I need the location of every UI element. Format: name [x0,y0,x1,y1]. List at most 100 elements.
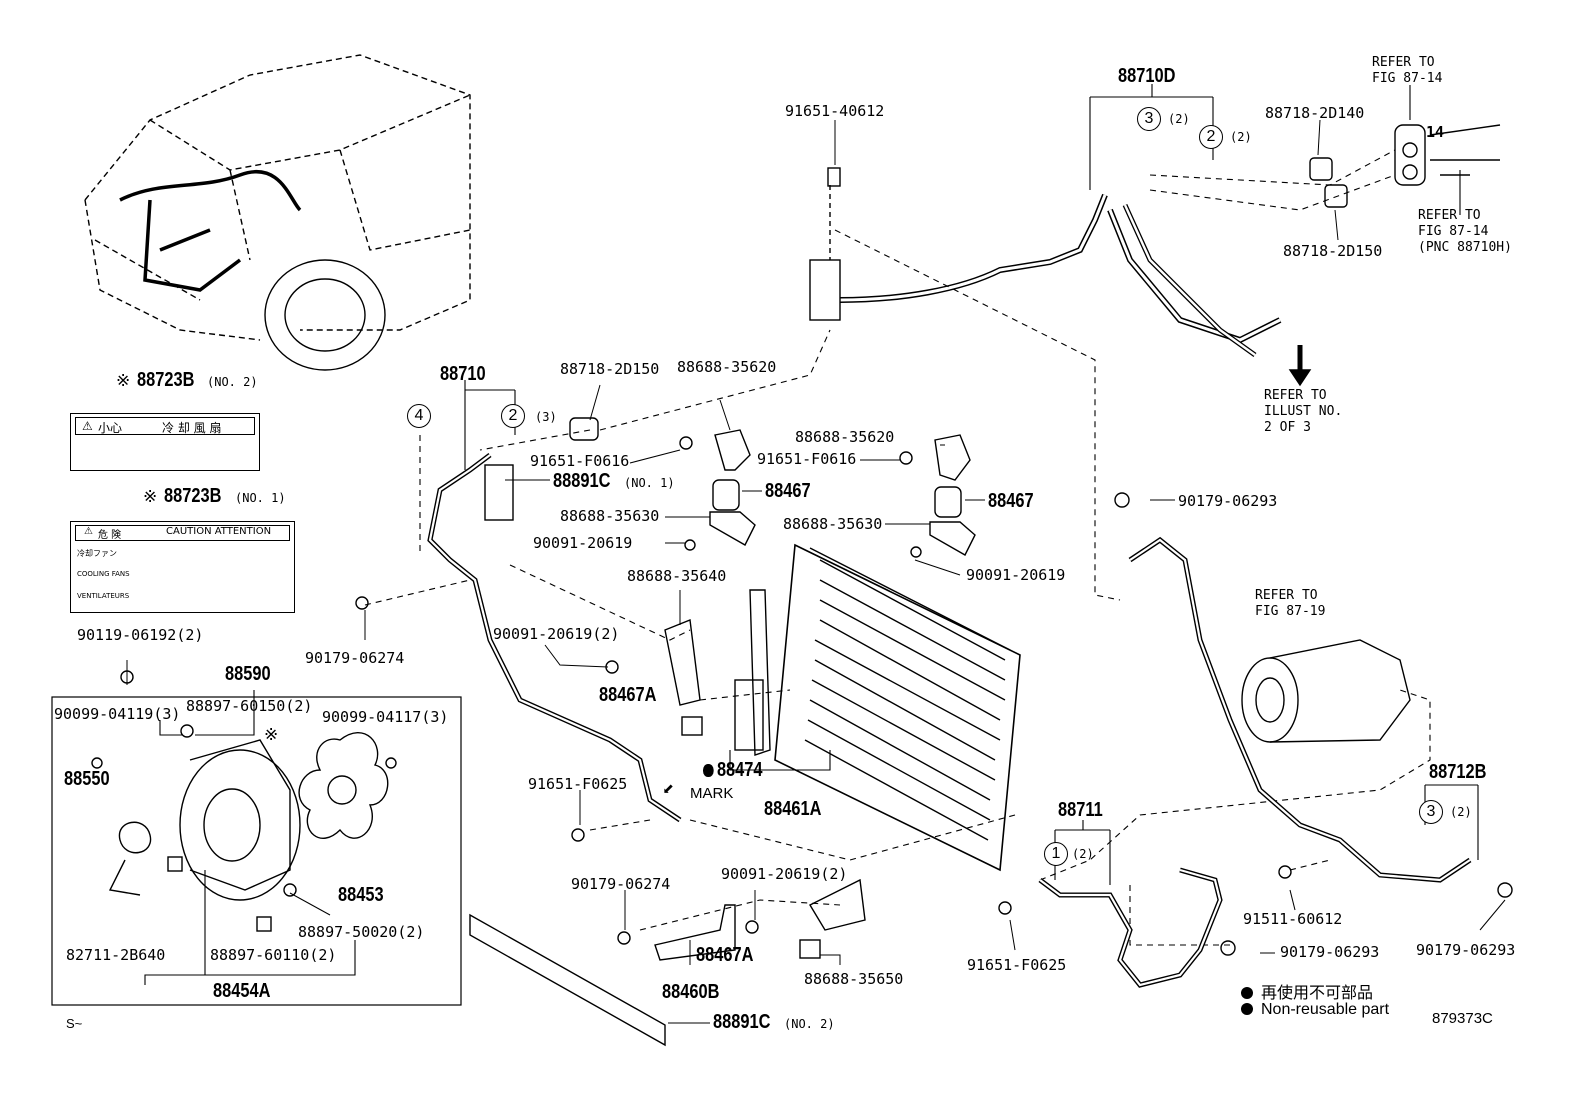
vehicle-wheel [264,259,386,371]
part-label-90091-20619-2: 90091-20619(2) [493,625,620,643]
part-label-90091-20619: 90091-20619 [966,566,1066,584]
warning-triangle-icon: ⚠ [84,526,93,537]
circled-number: 3 [1419,800,1443,824]
part-label-88461A: 88461A [764,798,822,820]
qty-label: (2) [1230,130,1252,144]
part-label-88897-60150: 88897-60150(2) [186,697,313,715]
legend-text-jp: 再使用不可部品 [1261,985,1374,1002]
part-label-90091-20619: 90091-20619 [533,534,633,552]
tag-row-en: COOLING FANS [77,570,130,578]
part-label-88460B: 88460B [662,981,720,1003]
non-reusable-dot-icon [1241,1003,1253,1015]
part-label-91651-F0625: 91651-F0625 [528,775,628,793]
part-label-88723B: 88723B [137,369,195,391]
circled-number: 2 [501,404,525,428]
part-label-91511-60612: 91511-60612 [1243,910,1343,928]
condenser-88461A [734,543,1021,872]
tag-row-jp: 冷却ファン [77,549,117,558]
reference-mark: ※ [143,487,158,507]
footer-mark: S~ [66,1016,83,1031]
compressor [1241,639,1411,743]
qty-label: (2) [1072,847,1094,861]
part-label-88474: 88474 [703,760,763,780]
part-label-90099-04117: 90099-04117(3) [322,708,449,726]
part-label-90179-06293: 90179-06293 [1178,492,1278,510]
tag-text-caution-en: CAUTION ATTENTION [166,526,272,537]
refer-to-illust-2-of-3: REFER TO ILLUST NO. 2 OF 3 [1264,388,1343,435]
tag-row-fr: VENTILATEURS [77,592,130,600]
part-label-88467A: 88467A [696,944,754,966]
liquid-line-88710 [427,453,682,823]
part-label-suffix: (NO. 2) [207,375,258,389]
fan-blades [298,732,389,839]
part-label-88891C: 88891C [713,1011,771,1033]
part-label-90179-06293: 90179-06293 [1280,943,1380,961]
non-reusable-dot-icon [703,764,714,777]
part-label-suffix: (NO. 1) [235,491,286,505]
part-label-90099-04119: 90099-04119(3) [54,705,181,723]
part-label-suffix: (NO. 2) [784,1017,835,1031]
part-label-90179-06274: 90179-06274 [305,649,405,667]
part-label-90179-06293: 90179-06293 [1416,941,1516,959]
refer-to-fig-87-19: REFER TO FIG 87-19 [1255,588,1326,619]
part-label-88718-2D140: 88718-2D140 [1265,104,1365,122]
circled-number: 2 [1199,125,1223,149]
part-label-88467: 88467 [765,480,811,502]
part-label-suffix: (NO. 1) [624,476,675,490]
seal-88891C-2 [469,913,666,1047]
part-label-88897-50020: 88897-50020(2) [298,923,425,941]
part-label-91651-F0616: 91651-F0616 [757,450,857,468]
part-label-88718-2D150: 88718-2D150 [560,360,660,378]
qty-label: (3) [535,410,557,424]
legend-text-en: Non-reusable part [1261,1001,1390,1018]
vehicle-outline [84,54,471,341]
part-label-88711: 88711 [1058,799,1103,821]
fan-assembly-box [51,696,462,1006]
part-label-88688-35630: 88688-35630 [783,515,883,533]
part-label-88688-35620: 88688-35620 [677,358,777,376]
reference-mark: ※ [116,371,131,391]
qty-label: (2) [1450,805,1472,819]
part-label-91651-40612: 91651-40612 [785,102,885,120]
part-label-88897-60110: 88897-60110(2) [210,946,337,964]
caution-label-no1: ⚠ 危 険 CAUTION ATTENTION 冷却ファン COOLING FA… [70,521,295,613]
mark-arrow-icon: ⬋ [663,776,676,800]
part-label-90091-20619-2: 90091-20619(2) [721,865,848,883]
refer-to-fig-87-14-pnc: REFER TO FIG 87-14 (PNC 88710H) [1418,208,1512,255]
circled-number: 4 [407,404,431,428]
fan-shroud [179,749,301,901]
part-label-88710: 88710 [440,363,486,385]
part-label-88688-35630: 88688-35630 [560,507,660,525]
part-label-88710D: 88710D [1118,65,1176,87]
refer-to-fig-87-14: REFER TO FIG 87-14 [1372,55,1443,86]
caution-label-no2: ⚠ 小心 冷 却 風 扇 [70,413,260,471]
part-label-88688-35620: 88688-35620 [795,428,895,446]
qty-label: (2) [1168,112,1190,126]
hose-88711-88712B [1038,536,1472,988]
reference-mark: ※ [264,725,279,745]
part-label-88891C: 88891C [553,470,611,492]
part-label-82711-2B640: 82711-2B640 [66,946,166,964]
part-label-90179-06274: 90179-06274 [571,875,671,893]
tag-text-cooling-fan-jp: 冷 却 風 扇 [162,421,222,435]
part-label-88688-35640: 88688-35640 [627,567,727,585]
part-label-88453: 88453 [338,884,384,906]
part-label-90119-06192: 90119-06192(2) [77,626,204,644]
non-reusable-dot-icon [1241,987,1253,999]
part-label-88590: 88590 [225,663,271,685]
diagram-id: 879373C [1432,1010,1493,1027]
tag-text-danger-jp: 危 険 [98,530,122,541]
tag-text-caution-jp: 小心 [98,421,123,435]
part-label-91651-F0625: 91651-F0625 [967,956,1067,974]
part-label-88550: 88550 [64,768,110,790]
legend-jp: 再使用不可部品 [1241,979,1373,1003]
fig-number-label: 14 [1426,123,1445,141]
part-number: 88474 [716,759,763,781]
fan-motor [118,821,152,854]
part-label-88723B: 88723B [164,485,222,507]
legend-en: Non-reusable part [1241,1001,1389,1019]
mark-label: MARK [690,785,734,802]
part-label-88712B: 88712B [1429,761,1487,783]
